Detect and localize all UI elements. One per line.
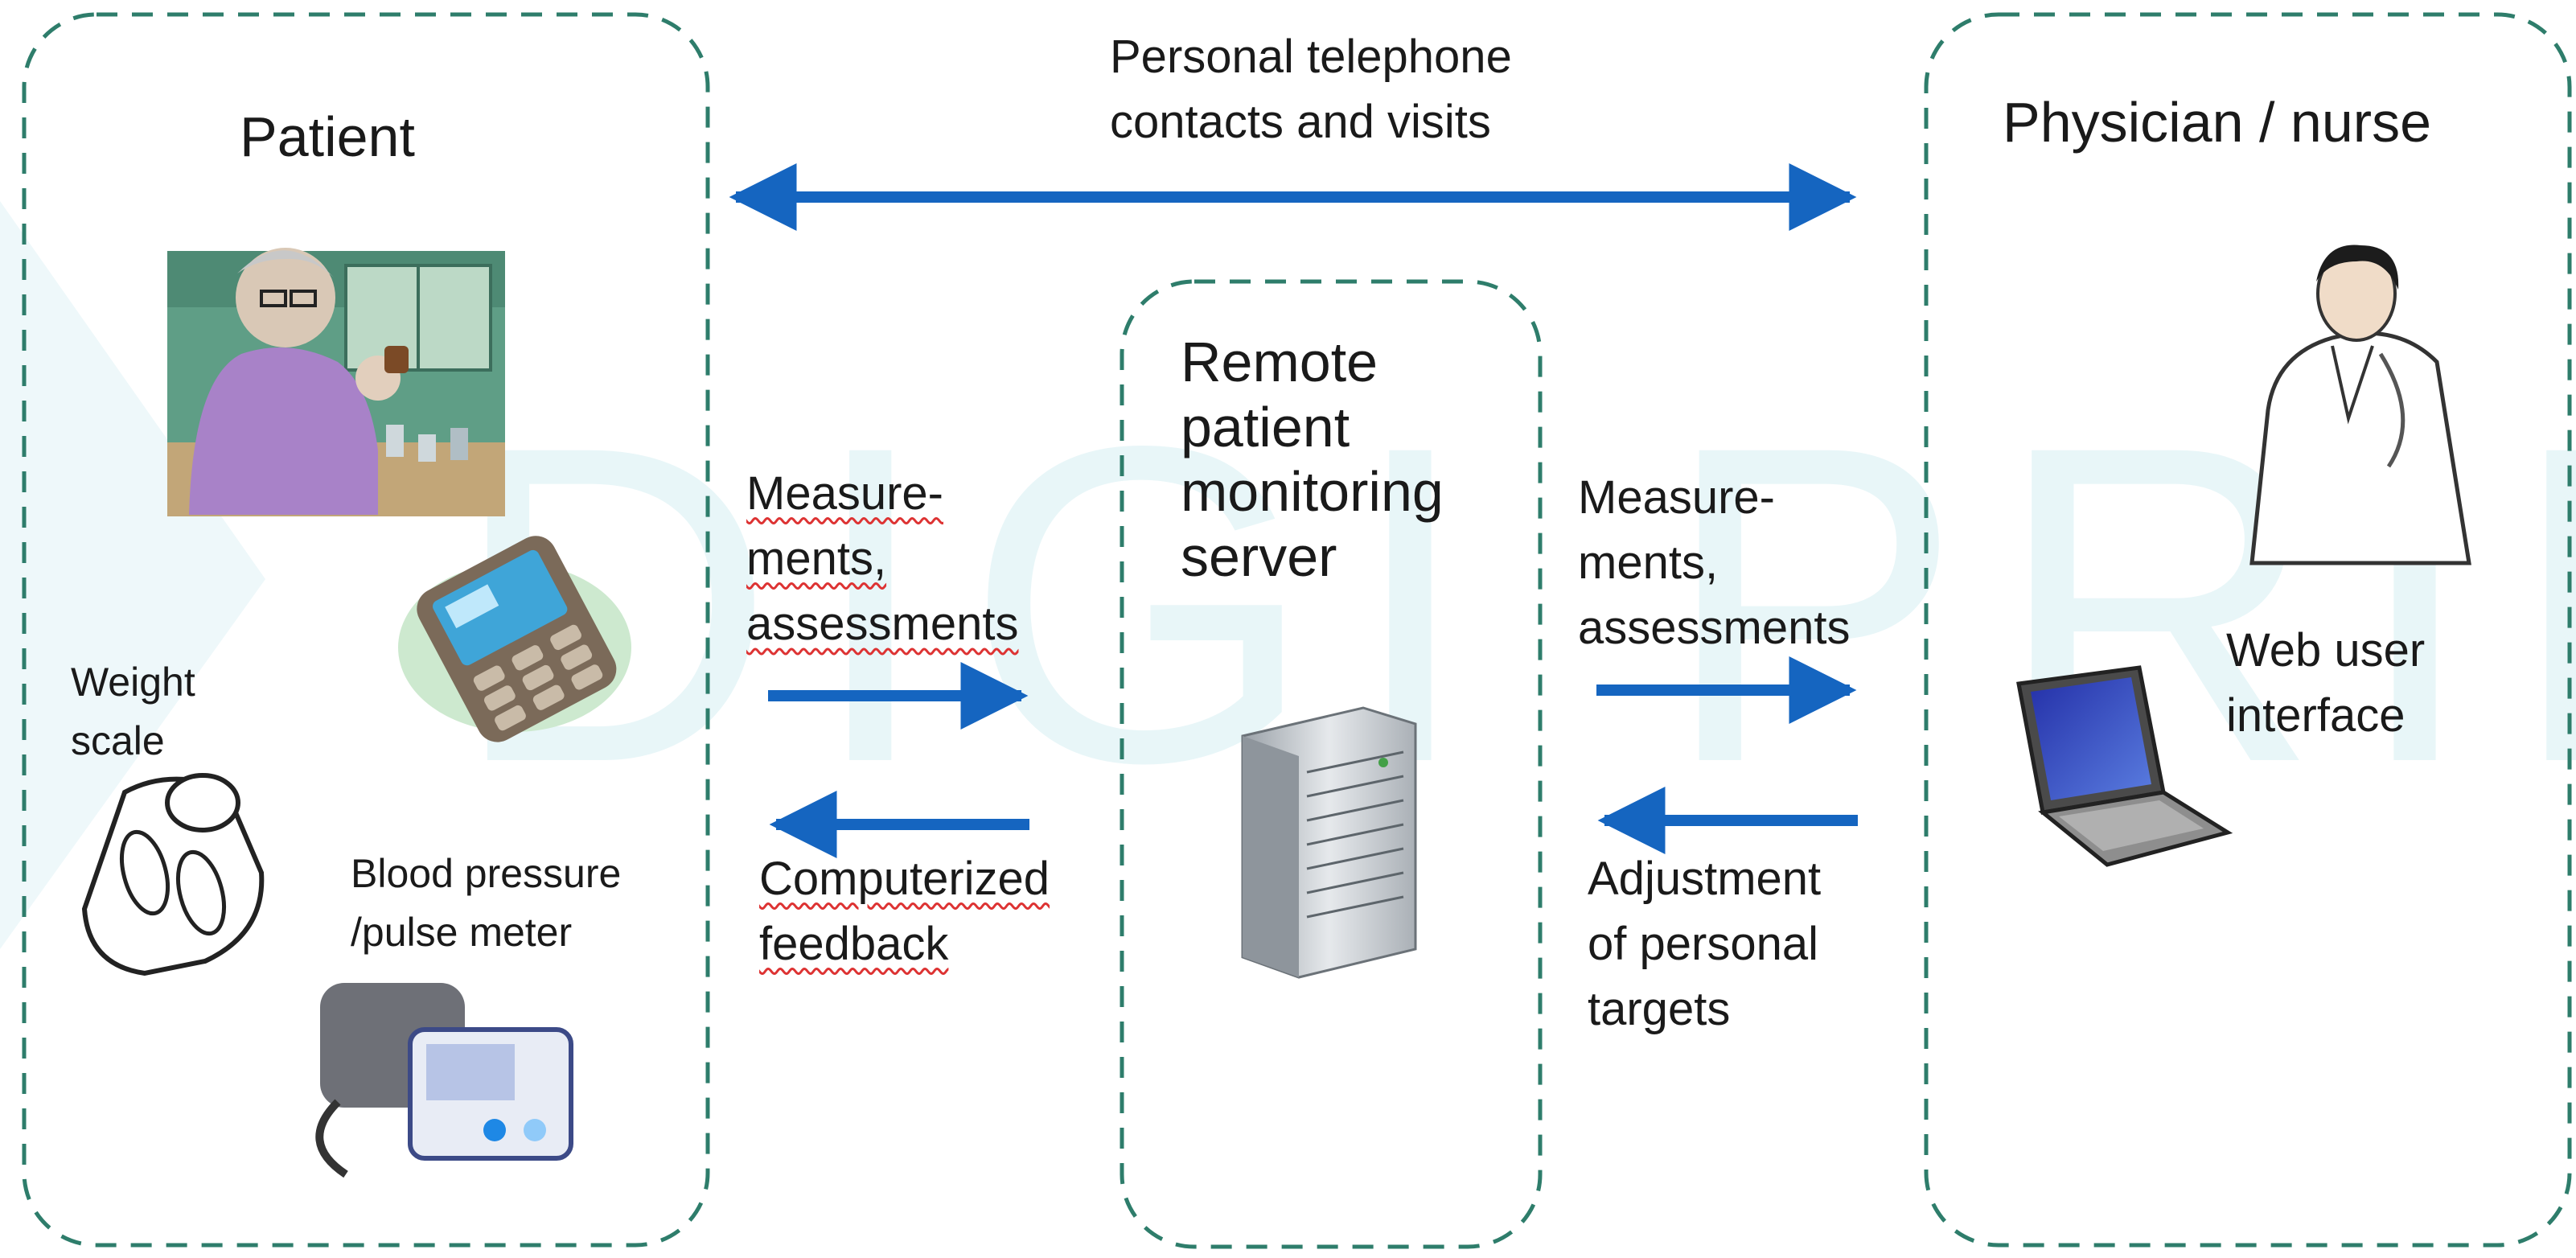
web-interface-label: Web user interface bbox=[2226, 624, 2426, 742]
server-to-clinician-label: Measure- ments, assessments bbox=[1578, 471, 1851, 655]
patient-illustration bbox=[167, 248, 505, 516]
physician-illustration bbox=[2249, 245, 2471, 565]
blood-pressure-label: Blood pressure /pulse meter bbox=[351, 851, 622, 955]
clinician-to-server-label: Adjustment of personal targets bbox=[1588, 853, 1822, 1036]
personal-contact-label: Personal telephone contacts and visits bbox=[1110, 31, 1512, 149]
weight-scale-icon bbox=[81, 773, 265, 976]
weight-scale-label: Weight scale bbox=[71, 660, 195, 763]
server-title: Remote patient monitoring server bbox=[1181, 331, 1444, 588]
server-boundary bbox=[1120, 279, 1543, 1249]
watermark-text: DIGI PRIMA bbox=[450, 352, 2576, 856]
patient-to-server-label: Measure- ments, assessments bbox=[746, 461, 1018, 657]
clinician-title: Physician / nurse bbox=[2003, 91, 2432, 154]
server-to-patient-label: Computerized feedback bbox=[759, 853, 1050, 971]
blood-pressure-meter-icon bbox=[315, 983, 573, 1178]
measurements-word: Measure- ments, assessments bbox=[746, 467, 1019, 651]
server-icon bbox=[1241, 706, 1417, 979]
patient-title: Patient bbox=[240, 105, 415, 168]
watermark-play-shape bbox=[0, 201, 265, 949]
mobile-phone-icon bbox=[398, 536, 631, 742]
clinician-boundary bbox=[1924, 12, 2572, 1248]
watermark: DIGI PRIMA bbox=[0, 201, 2576, 949]
laptop-icon bbox=[2016, 665, 2233, 867]
patient-boundary bbox=[22, 12, 710, 1248]
